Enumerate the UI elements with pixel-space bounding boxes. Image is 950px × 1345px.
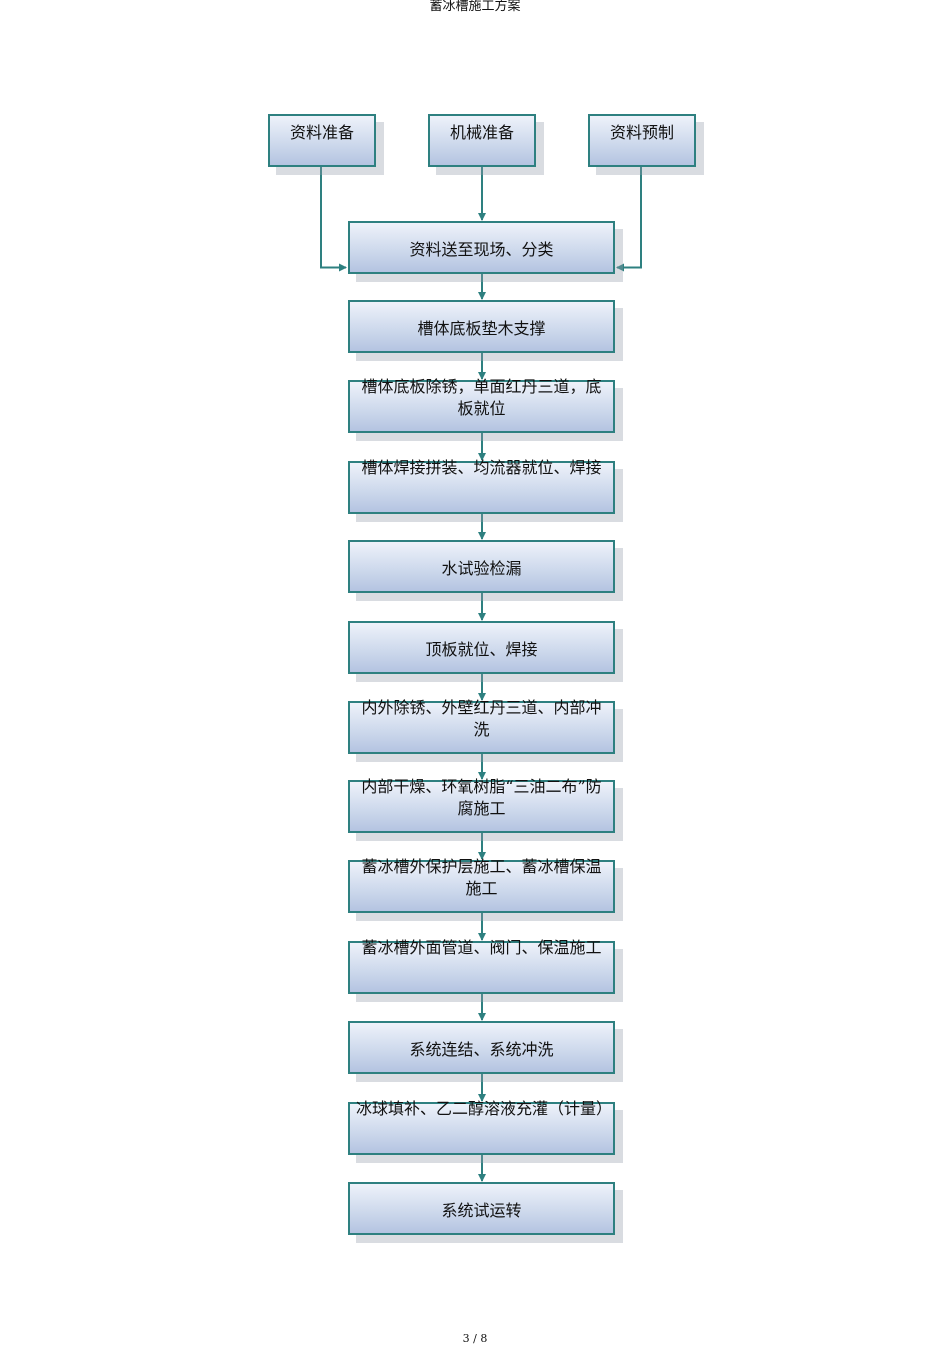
page-number: 3 / 8 [462,1332,488,1345]
flow-box-step-10: 蓄冰槽外面管道、阀门、保温施工 [348,938,615,994]
flow-box-label: 蓄冰槽外保护层施工、蓄冰槽保温施工 [361,857,602,898]
document-header: 蓄冰槽施工方案 [429,0,521,14]
flow-box-label: 内部干燥、环氧树脂“三油二布”防腐施工 [361,777,602,818]
connector-input-3 [616,167,642,272]
flow-box-label: 机械准备 [449,123,514,142]
flow-box-label: 顶板就位、焊接 [425,640,538,659]
flow-box-label: 冰球填补、乙二醇溶液充灌（计量） [356,1099,613,1118]
flow-box-step-4: 槽体焊接拼装、均流器就位、焊接 [348,458,615,514]
flow-box-step-9: 蓄冰槽外保护层施工、蓄冰槽保温施工 [348,857,615,913]
flow-box-label: 蓄冰槽外面管道、阀门、保温施工 [361,938,602,957]
flow-box-label: 资料送至现场、分类 [409,240,554,259]
flow-box-step-3: 槽体底板除锈，单面红丹三道，底板就位 [348,377,615,433]
flow-box-step-1: 资料送至现场、分类 [348,221,615,274]
flow-box-label: 内外除锈、外壁红丹三道、内部冲洗 [361,698,602,739]
flow-box-step-2: 槽体底板垫木支撑 [348,300,615,353]
flow-box-step-5: 水试验检漏 [348,540,615,593]
flow-box-label: 系统试运转 [441,1201,522,1220]
flow-box-input-2: 机械准备 [428,114,536,167]
flow-box-step-8: 内部干燥、环氧树脂“三油二布”防腐施工 [348,777,615,833]
flow-box-label: 槽体底板垫木支撑 [417,319,546,338]
flow-box-label: 槽体底板除锈，单面红丹三道，底板就位 [361,377,602,418]
flow-box-label: 资料准备 [289,123,354,142]
connector-input-1 [320,167,347,272]
flow-box-step-13: 系统试运转 [348,1182,615,1235]
flow-box-step-11: 系统连结、系统冲洗 [348,1021,615,1074]
flow-box-label: 资料预制 [609,123,674,142]
flow-box-input-1: 资料准备 [268,114,376,167]
flow-box-label: 水试验检漏 [441,559,522,578]
flow-box-label: 系统连结、系统冲洗 [409,1040,554,1059]
flow-box-input-3: 资料预制 [588,114,696,167]
flow-box-step-12: 冰球填补、乙二醇溶液充灌（计量） [348,1099,615,1155]
flow-box-step-7: 内外除锈、外壁红丹三道、内部冲洗 [348,698,615,754]
flow-box-step-6: 顶板就位、焊接 [348,621,615,674]
flow-box-label: 槽体焊接拼装、均流器就位、焊接 [361,458,602,477]
